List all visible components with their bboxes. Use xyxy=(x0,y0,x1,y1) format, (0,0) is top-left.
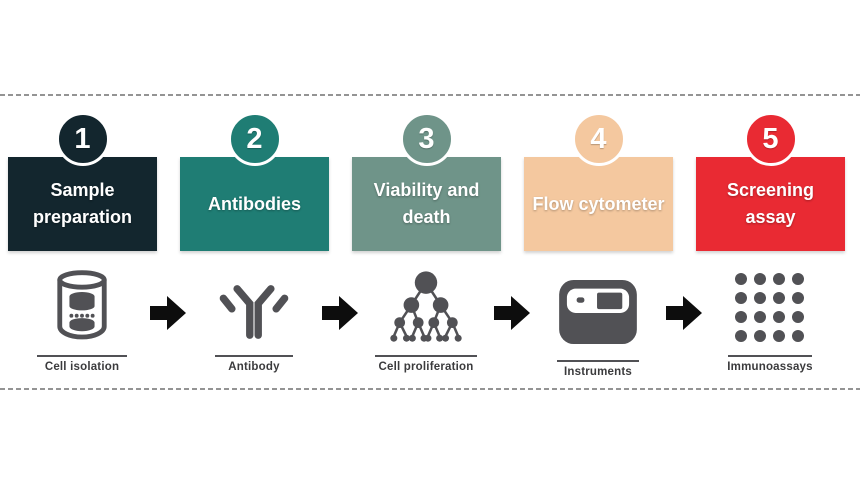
step-number-badge: 5 xyxy=(743,112,798,166)
flow-item-cell-proliferation: Cell proliferation xyxy=(361,266,491,373)
flow-label: Antibody xyxy=(228,361,280,373)
right-arrow-icon xyxy=(666,296,702,330)
label-divider-line xyxy=(557,360,639,362)
step-number-badge: 4 xyxy=(571,112,626,166)
step-box-screening-assay: 5 Screening assay xyxy=(696,112,845,251)
step-label: Sample preparation xyxy=(32,180,133,227)
step-number: 4 xyxy=(590,122,607,155)
label-divider-line xyxy=(728,355,812,357)
cell-isolation-icon xyxy=(53,266,111,346)
right-arrow-icon xyxy=(494,296,530,330)
step-number: 1 xyxy=(74,122,91,155)
step-number-badge: 3 xyxy=(399,112,454,166)
step-box-flow-cytometer: 4 Flow cytometer xyxy=(524,112,673,251)
flow-label: Cell isolation xyxy=(44,361,120,373)
instruments-icon xyxy=(557,266,639,346)
step-box-sample-preparation: 1 Sample preparation xyxy=(8,112,157,251)
flow-label: Instruments xyxy=(563,366,633,378)
label-divider-line xyxy=(215,355,293,357)
flow-item-instruments: Instruments xyxy=(533,266,663,378)
step-number: 3 xyxy=(418,122,435,155)
label-divider-line xyxy=(375,355,477,357)
flow-item-immunoassays: Immunoassays xyxy=(705,266,835,373)
step-number: 5 xyxy=(762,122,779,155)
step-label: Antibodies xyxy=(208,193,301,214)
label-divider-line xyxy=(37,355,127,357)
right-arrow-icon xyxy=(322,296,358,330)
step-number-badge: 1 xyxy=(55,112,110,166)
right-arrow-icon xyxy=(150,296,186,330)
flow-label: Cell proliferation xyxy=(378,361,474,373)
step-box-viability-and-death: 3 Viability and death xyxy=(352,112,501,251)
top-dashed-divider xyxy=(0,94,860,96)
immunoassays-icon xyxy=(731,266,809,346)
antibody-icon xyxy=(216,266,292,346)
flow-item-antibody: Antibody xyxy=(189,266,319,373)
bottom-dashed-divider xyxy=(0,388,860,390)
step-number: 2 xyxy=(246,122,263,155)
cell-proliferation-icon xyxy=(382,266,470,346)
step-box-antibodies: 2 Antibodies xyxy=(180,112,329,251)
step-label: Flow cytometer xyxy=(532,193,665,214)
flow-label: Immunoassays xyxy=(727,361,813,373)
step-label: Viability and death xyxy=(373,180,480,227)
step-label: Screening assay xyxy=(726,180,815,227)
flow-item-cell-isolation: Cell isolation xyxy=(17,266,147,373)
step-number-badge: 2 xyxy=(227,112,282,166)
